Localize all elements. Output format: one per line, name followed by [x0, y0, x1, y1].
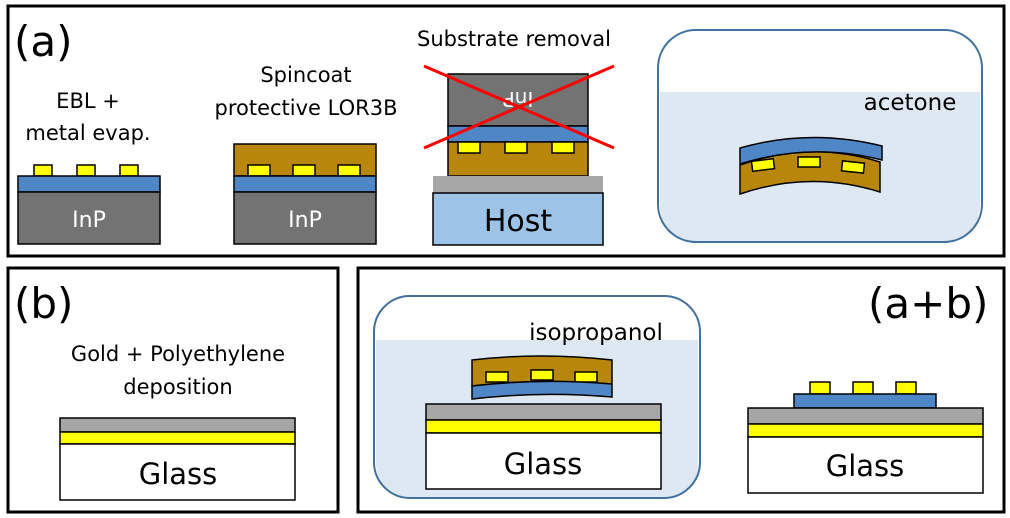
metal-pad: [797, 156, 821, 168]
step-removal-caption: Substrate removal: [417, 27, 611, 51]
step-ebl-caption-2: metal evap.: [25, 121, 150, 145]
metal-pad: [840, 160, 866, 174]
host-label: Host: [484, 204, 553, 239]
metal-pad: [292, 164, 316, 177]
metal-pad: [485, 371, 509, 383]
step-ebl: EBL + metal evap. InP: [17, 89, 161, 245]
isopropanol-beaker: [373, 295, 701, 499]
isopropanol-label: isopropanol: [529, 320, 663, 346]
polymer-film-floating: [471, 380, 613, 400]
panel-ab-frame: [356, 266, 1006, 514]
metal-pad: [895, 381, 917, 395]
bonding-layer: [433, 176, 603, 193]
polymer-layer: [17, 175, 161, 193]
host-substrate: [432, 192, 604, 246]
panel-a: (a) EBL + metal evap. InP Spincoat prote…: [6, 4, 1006, 258]
glass-substrate: [59, 443, 296, 501]
glass-label: Glass: [139, 457, 218, 491]
inp-label: InP: [288, 208, 322, 233]
panel-b-label: (b): [14, 279, 73, 328]
acetone-label: acetone: [864, 90, 957, 116]
metal-pad: [33, 164, 53, 177]
panel-ab: (a+b) isopropanol Glass Glass: [356, 266, 1006, 514]
metal-pad: [750, 157, 776, 173]
polyethylene-layer: [747, 407, 984, 425]
step-spincoat-caption-2: protective LOR3B: [215, 96, 398, 120]
metal-pad: [247, 164, 271, 177]
glass-label-right: Glass: [826, 449, 905, 483]
panel-b-frame: [6, 266, 340, 514]
polyethylene-layer: [425, 403, 662, 421]
polymer-film-floating: [739, 136, 883, 166]
metal-pad: [530, 369, 554, 381]
inp-label: InP: [72, 208, 106, 233]
step-ebl-caption-1: EBL +: [56, 89, 120, 113]
metal-pad: [337, 164, 361, 177]
step-substrate-removal: Substrate removal InP Host: [417, 27, 615, 246]
panel-a-frame: [6, 4, 1006, 258]
metal-pad: [574, 371, 598, 383]
glass-substrate: [425, 432, 662, 490]
glass-label-left: Glass: [504, 447, 583, 481]
acetone-beaker: [657, 29, 983, 243]
metal-pad: [504, 141, 528, 154]
polyethylene-layer: [59, 417, 296, 433]
polymer-layer: [233, 175, 377, 193]
metal-pad: [551, 141, 575, 154]
metal-pad: [809, 381, 831, 395]
removed-inp-substrate: [447, 73, 589, 127]
inp-substrate: [17, 191, 161, 245]
cross-line: [423, 64, 615, 150]
step-spincoat: Spincoat protective LOR3B InP: [215, 63, 398, 245]
metal-pad: [852, 381, 874, 395]
glass-substrate: [747, 436, 984, 494]
panel-ab-label: (a+b): [868, 279, 988, 328]
gold-layer: [59, 431, 296, 445]
metal-pad: [76, 164, 96, 177]
polymer-layer: [793, 393, 937, 409]
panel-b: (b) Gold + Polyethylene deposition Glass: [6, 266, 340, 514]
step-acetone: acetone: [657, 29, 983, 243]
gold-layer: [425, 419, 662, 434]
step-spincoat-caption-1: Spincoat: [260, 63, 351, 87]
gold-layer: [747, 423, 984, 438]
panel-a-label: (a): [14, 17, 73, 66]
inp-substrate: [233, 191, 377, 245]
metal-pad: [119, 164, 139, 177]
metal-pad: [457, 141, 481, 154]
panel-b-caption-1: Gold + Polyethylene: [71, 342, 285, 366]
panel-b-caption-2: deposition: [123, 375, 232, 399]
